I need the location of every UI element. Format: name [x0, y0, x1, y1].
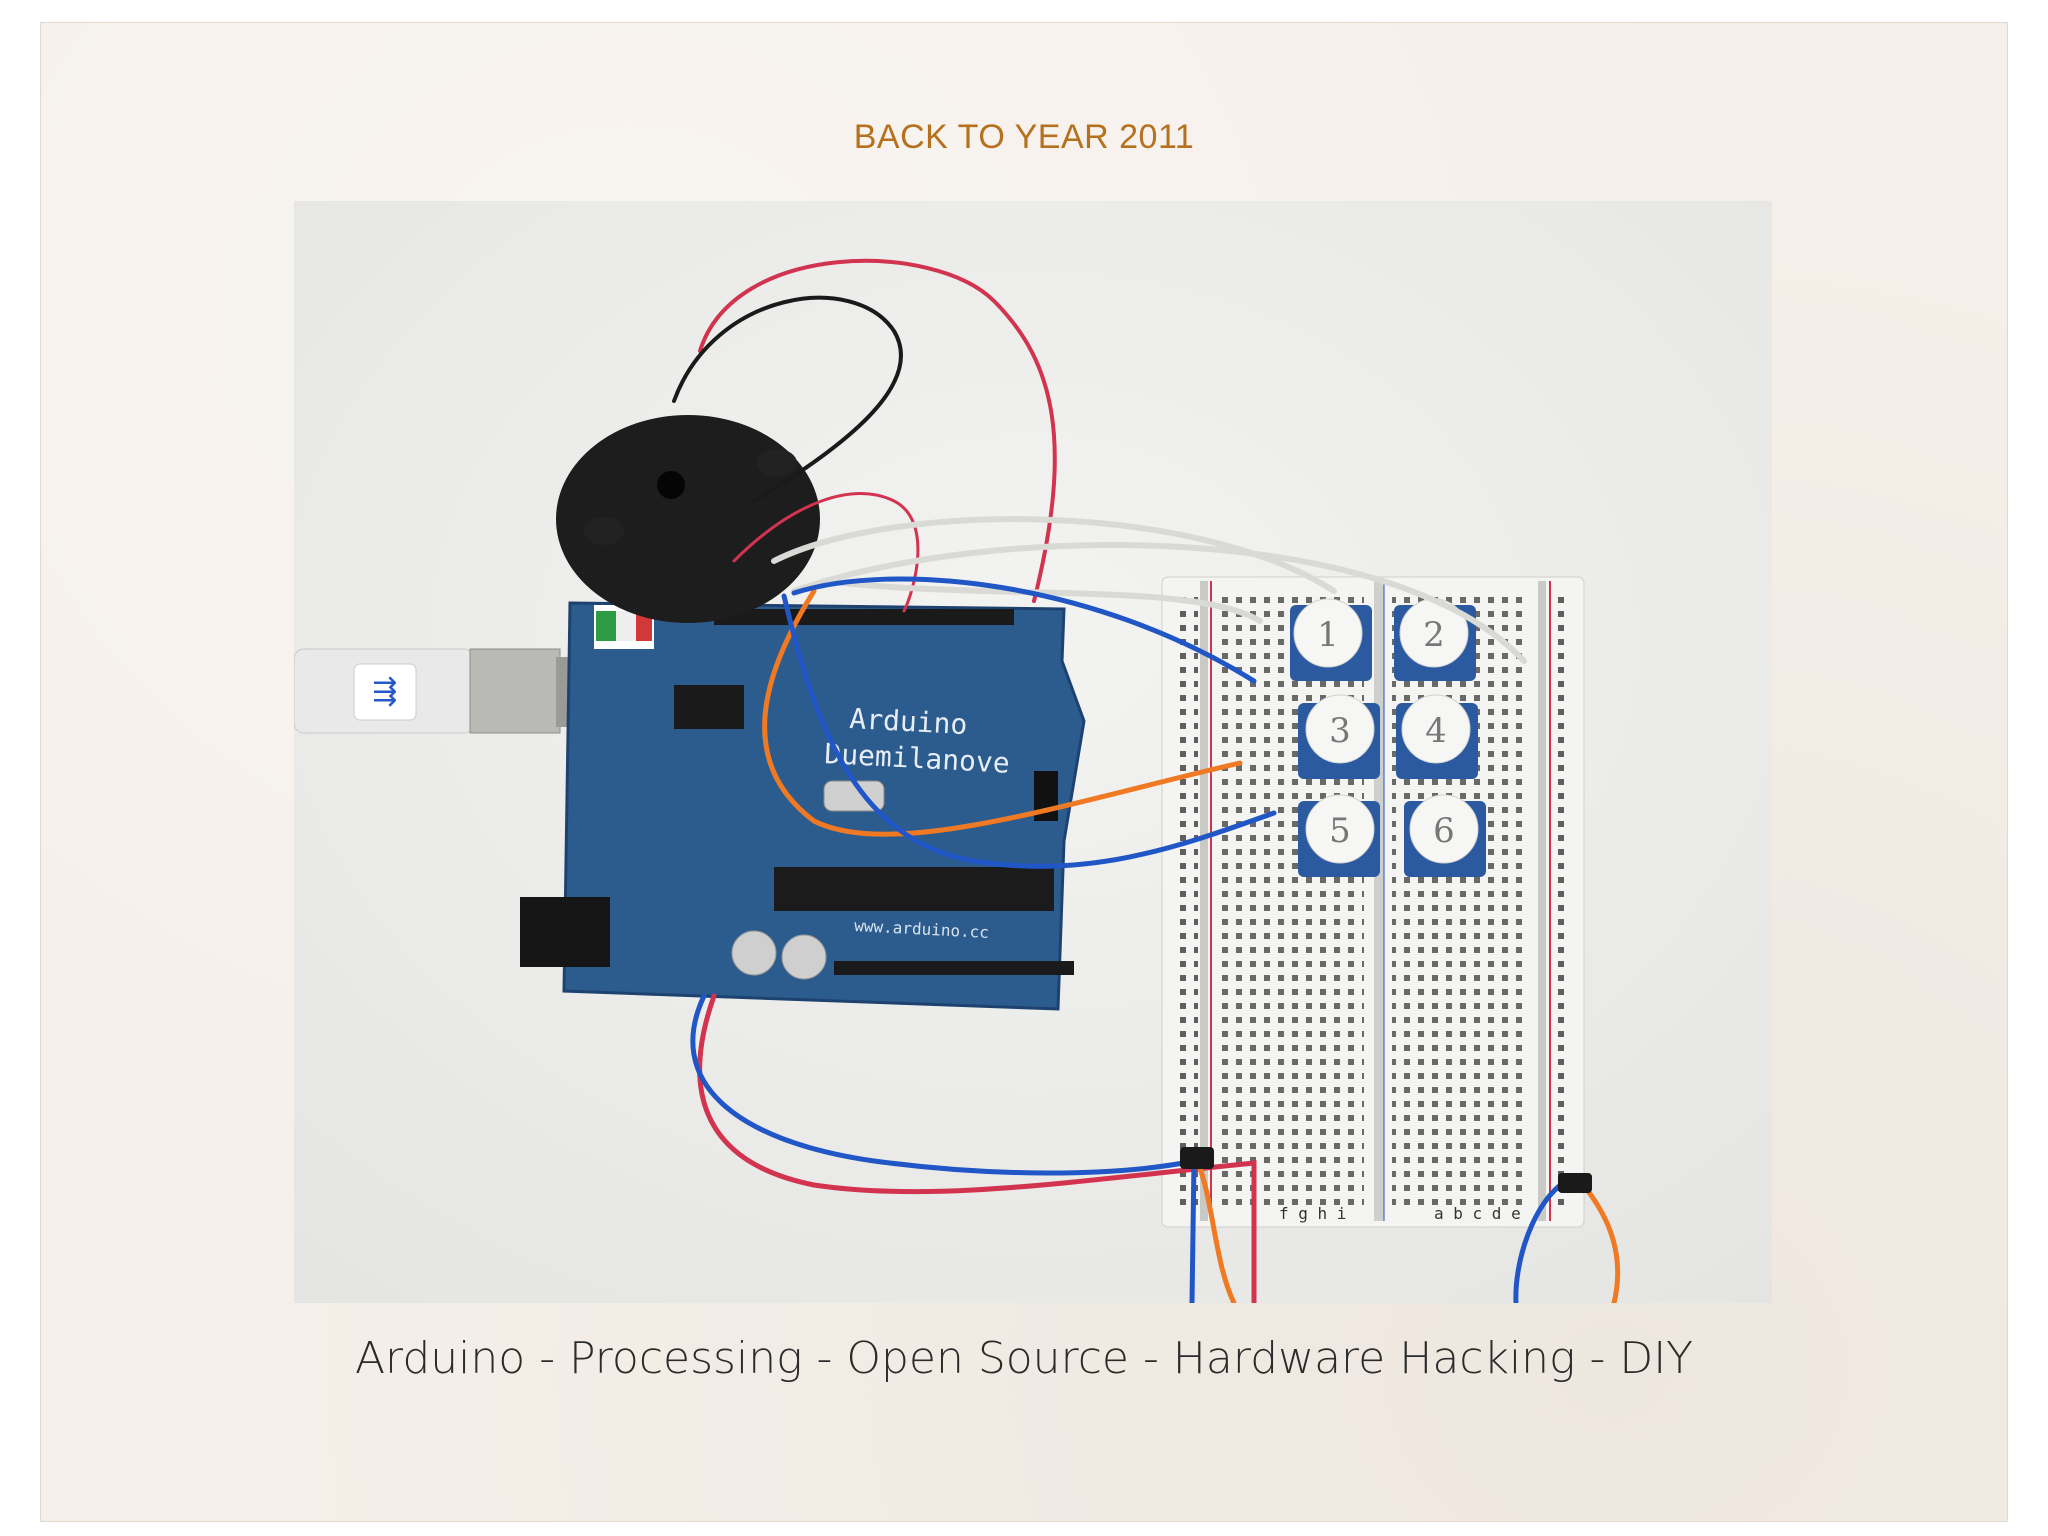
button-5-label: 5	[1329, 811, 1351, 851]
slide-title: BACK TO YEAR 2011	[853, 118, 1195, 156]
breadboard-columns-left: f g h i	[1279, 1204, 1346, 1223]
push-buttons: 1 2 3 4 5 6	[1290, 598, 1486, 877]
button-4-label: 4	[1425, 711, 1447, 751]
photo-illustration: ⇶ Arduino Duemilanove www.arduino.cc	[294, 201, 1772, 1303]
button-2-label: 2	[1423, 615, 1445, 655]
wires	[672, 259, 1621, 1303]
breadboard: f g h i a b c d e	[1161, 576, 1585, 1228]
slide-caption: Arduino - Processing - Open Source - Har…	[354, 1333, 1694, 1384]
usb-cable: ⇶	[294, 648, 574, 734]
piezo-buzzer	[556, 415, 820, 623]
usb-icon: ⇶	[372, 674, 397, 709]
breadboard-columns-right: a b c d e	[1434, 1204, 1521, 1223]
board-logo: Arduino	[849, 702, 969, 741]
button-6-label: 6	[1433, 811, 1455, 851]
button-1-label: 1	[1317, 615, 1339, 655]
arduino-project-photo: ⇶ Arduino Duemilanove www.arduino.cc	[294, 201, 1772, 1303]
button-3-label: 3	[1329, 711, 1351, 751]
